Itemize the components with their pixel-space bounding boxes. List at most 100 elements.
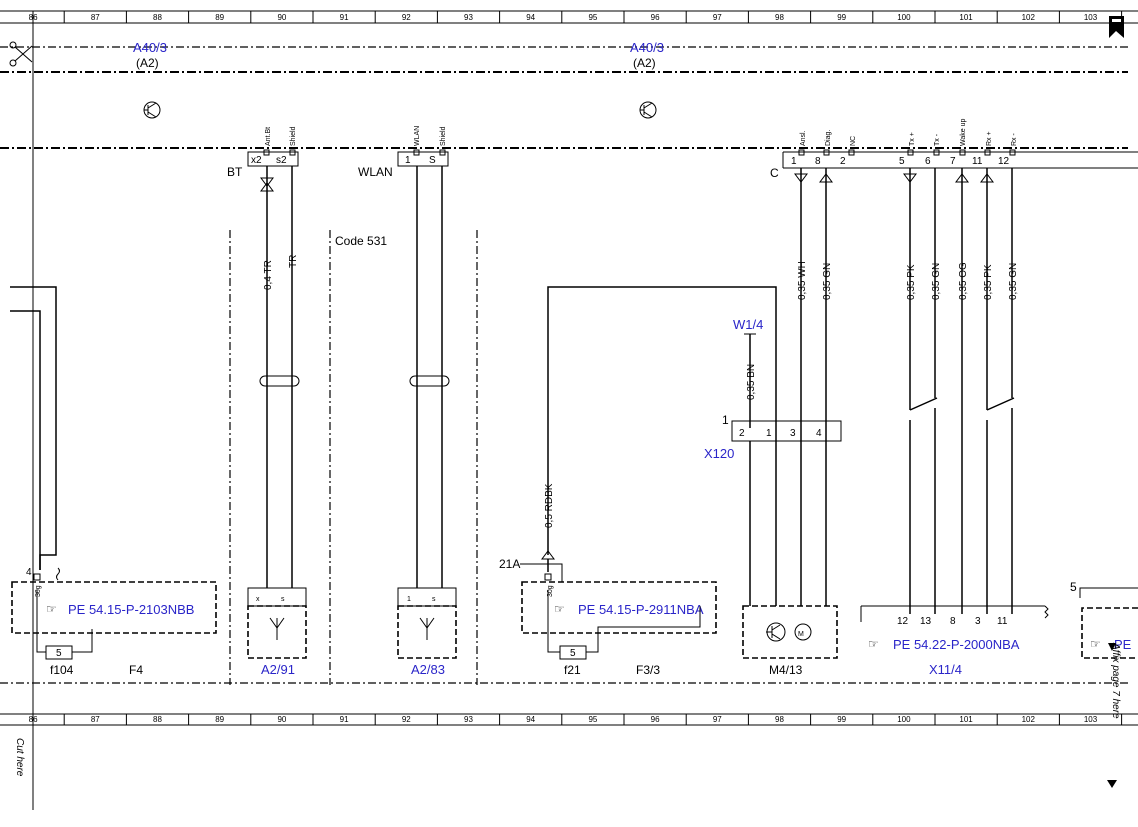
pin-label: 3 — [975, 616, 981, 627]
ruler-label: 93 — [464, 13, 473, 22]
terminal-label: 30g — [35, 585, 42, 597]
ruler-label: 91 — [340, 13, 349, 22]
pin-label: x2 — [251, 155, 262, 166]
ruler-label: 96 — [651, 13, 660, 22]
component-label[interactable]: A2/91 — [261, 662, 295, 677]
connector-wlan: WLAN 1 S WLAN Shield — [358, 126, 449, 179]
component-label[interactable]: A2/83 — [411, 662, 445, 677]
ruler-label: 92 — [402, 13, 411, 22]
pin-name: Shield — [440, 126, 447, 146]
pin-label: 5 — [1070, 580, 1077, 594]
antenna-a291: x s A2/91 — [247, 587, 307, 677]
connector-x120: 1 X120 2 1 3 4 — [704, 413, 842, 461]
pin-name: NC — [850, 136, 857, 146]
component-label[interactable]: M4/13 — [769, 663, 803, 677]
connector-bt: BT x2 s2 Ant.Bt Shield — [227, 126, 299, 192]
scissors-icon — [9, 41, 33, 67]
ruler-label: 102 — [1022, 13, 1036, 22]
ref-link-left[interactable]: PE 54.15-P-2103NBB — [68, 602, 194, 617]
ruler-label: 97 — [713, 715, 722, 724]
module-name-right[interactable]: A40/3 — [630, 40, 664, 55]
ruler-label: 87 — [91, 13, 100, 22]
connector-c-label: C — [770, 166, 779, 180]
pin-name: Tx + — [909, 132, 916, 146]
ruler-label: 90 — [277, 13, 286, 22]
pin-label: 2 — [739, 428, 745, 439]
antenna-icon — [269, 617, 285, 640]
ruler-label: 95 — [588, 715, 597, 724]
ruler-label: 89 — [215, 715, 224, 724]
ruler-label: 88 — [153, 13, 162, 22]
ruler-label: 100 — [897, 715, 911, 724]
fuse-block-f33: 21A 30g ☞ PE 54.15-P-2911NBA 5 f21 F3/3 — [499, 550, 717, 677]
module-sub-left: (A2) — [136, 56, 159, 70]
fuse-num: 5 — [56, 648, 62, 659]
pin-label: 4 — [816, 428, 822, 439]
wire-label: 0,35 PK — [983, 264, 994, 300]
pointing-hand-icon: ☞ — [46, 602, 57, 616]
pin-label: 1 — [405, 155, 411, 166]
ruler-label: 91 — [340, 715, 349, 724]
ruler-label: 100 — [897, 13, 911, 22]
ref-link-partial[interactable]: PE — [1114, 637, 1132, 652]
x120-num: 1 — [722, 413, 729, 427]
pointing-hand-icon: ☞ — [1090, 637, 1101, 651]
fuse-label[interactable]: f21 — [564, 663, 581, 677]
ruler-label: 94 — [526, 715, 535, 724]
pin-name: Ansl. — [800, 130, 807, 146]
transistor-icon — [143, 101, 161, 119]
pin-label: 4 — [26, 567, 32, 578]
pin-label: 1 — [407, 596, 411, 603]
wire-label: TR — [288, 255, 299, 268]
pointing-hand-icon: ☞ — [868, 637, 879, 651]
partial-block: 5 ☞ PE — [1070, 580, 1138, 659]
wire-label: 0,35 GN — [822, 263, 833, 300]
pin-name: Rx + — [986, 131, 993, 146]
wire-label: 0,35 PK — [906, 264, 917, 300]
code-label: Code 531 — [335, 234, 387, 248]
antenna-icon — [419, 617, 435, 640]
pin-name: Tx - — [934, 133, 941, 146]
fuse-label[interactable]: f104 — [50, 663, 74, 677]
pin-label: s — [281, 596, 285, 603]
pin-label: s2 — [276, 155, 287, 166]
wire-label: 0,35 OG — [958, 262, 969, 300]
ruler-label: 102 — [1022, 715, 1036, 724]
ruler-label: 98 — [775, 715, 784, 724]
ref-link-x114[interactable]: PE 54.22-P-2000NBA — [893, 637, 1020, 652]
pin-label: 12 — [998, 156, 1010, 167]
pin-label: 2 — [840, 156, 846, 167]
block-label[interactable]: F4 — [129, 663, 143, 677]
shield-twist — [409, 375, 450, 387]
connector-c: C 1 8 2 5 6 7 11 12 Ansl. Diag. NC Tx + … — [770, 119, 1138, 183]
pin-name: Shield — [290, 126, 297, 146]
wire-label: 0,35 BN — [746, 364, 757, 400]
ruler-label: 99 — [837, 715, 846, 724]
wire-label: 0,5 RDBK — [544, 483, 555, 528]
pin-name: Rx - — [1011, 133, 1018, 147]
block-label[interactable]: F3/3 — [636, 663, 660, 677]
wire-label: 0,35 GN — [931, 263, 942, 300]
pin-label: 1 — [791, 156, 797, 167]
pin-label: 1 — [766, 428, 772, 439]
component-label[interactable]: X11/4 — [929, 662, 962, 677]
ref-link-right[interactable]: PE 54.15-P-2911NBA — [578, 602, 704, 617]
x120-label[interactable]: X120 — [704, 446, 734, 461]
pointing-hand-icon: ☞ — [554, 602, 565, 616]
pin-label: S — [429, 155, 436, 166]
ruler-label: 95 — [588, 13, 597, 22]
pin-label: 12 — [897, 616, 909, 627]
bookmark-icon — [1109, 16, 1124, 38]
ruler-label: 103 — [1084, 13, 1098, 22]
ground-w14[interactable]: W1/4 — [733, 317, 763, 332]
pin-label: 8 — [815, 156, 821, 167]
module-name-left[interactable]: A40/3 — [133, 40, 167, 55]
transistor-icon — [766, 622, 786, 642]
connector-wlan-label: WLAN — [358, 165, 393, 179]
antenna-a283: 1 s A2/83 — [397, 587, 457, 677]
wire-rdbk[interactable] — [547, 286, 777, 555]
wire-label: 0,35 WH — [797, 261, 808, 300]
shield-twist — [259, 375, 300, 387]
